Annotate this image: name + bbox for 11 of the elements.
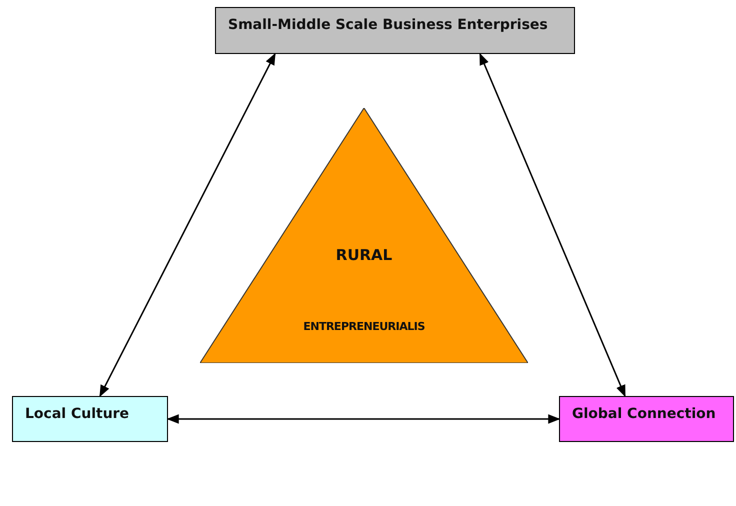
double-arrow bbox=[166, 414, 560, 424]
label-box bbox=[215, 7, 575, 54]
label-box bbox=[559, 396, 734, 442]
label-box bbox=[12, 396, 168, 442]
triangle-subtitle: ENTREPRENEURIALIS bbox=[302, 320, 426, 333]
box-label: Global Connection bbox=[572, 406, 716, 422]
box-label: Small-Middle Scale Business Enterprises bbox=[228, 17, 548, 33]
double-arrow bbox=[99, 52, 276, 398]
box-label: Local Culture bbox=[25, 406, 130, 422]
double-arrow bbox=[479, 52, 626, 398]
triangle-title: RURAL bbox=[334, 246, 394, 264]
